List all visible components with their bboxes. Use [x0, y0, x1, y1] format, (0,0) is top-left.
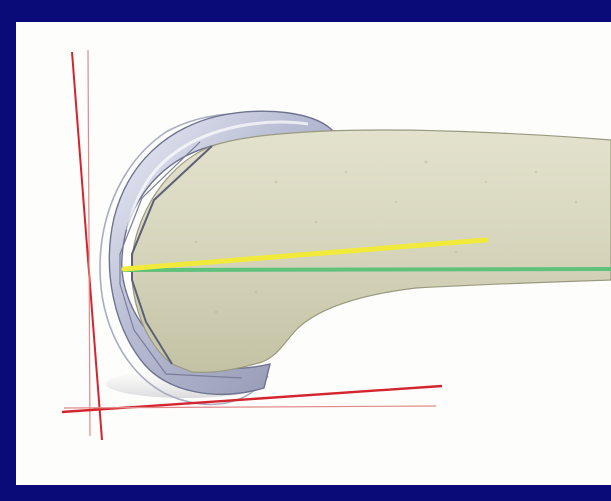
diagram-canvas: [16, 22, 611, 485]
vertical-reference-line-faint: [88, 50, 90, 436]
green-axis-line: [124, 269, 611, 270]
vertical-reference-line: [72, 52, 102, 440]
femoral-resurfacing-diagram: [16, 22, 611, 485]
